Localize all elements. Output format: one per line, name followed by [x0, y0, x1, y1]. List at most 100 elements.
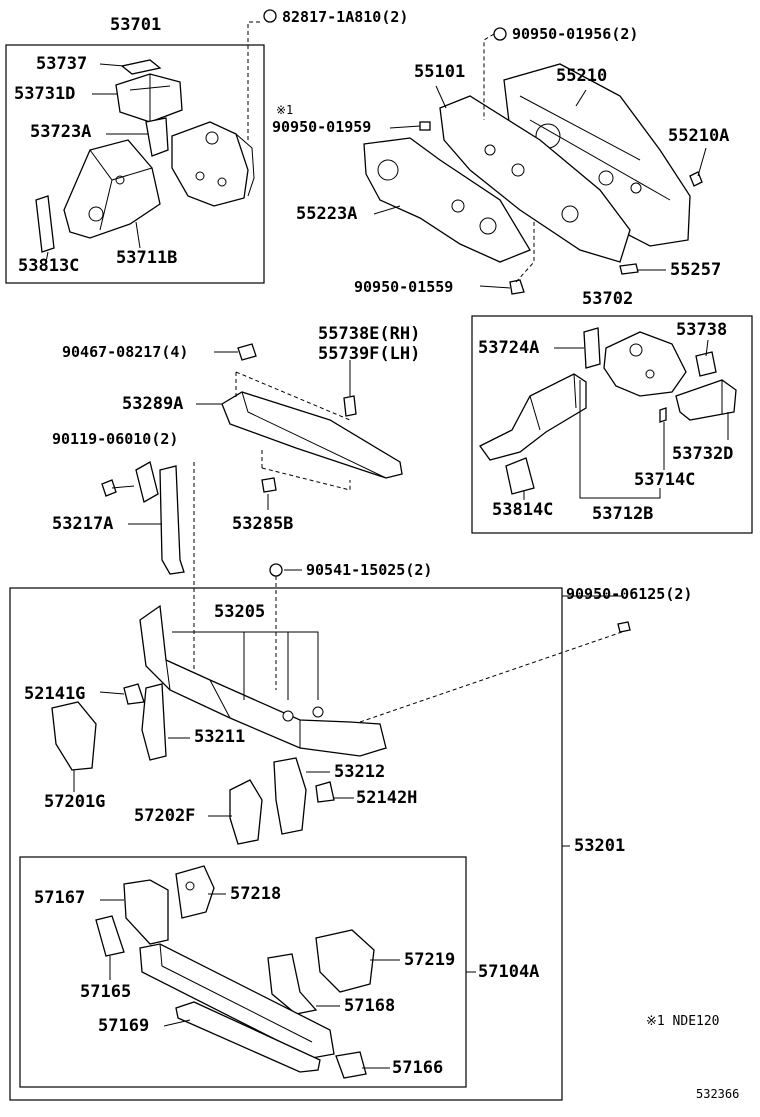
- label-53723A: 53723A: [30, 122, 92, 142]
- label-53701: 53701: [110, 15, 162, 35]
- label-55223A: 55223A: [296, 204, 358, 224]
- part-57202F: [229, 779, 263, 845]
- part-52142H: [315, 781, 335, 803]
- label-90541-15025: 90541-15025(2): [306, 561, 433, 579]
- label-57219: 57219: [404, 950, 456, 970]
- part-53285B: [261, 477, 277, 493]
- label-53738: 53738: [676, 320, 728, 340]
- part-53724A: [583, 327, 601, 369]
- label-53732D: 53732D: [672, 444, 734, 464]
- group-box-53702: [471, 315, 753, 534]
- part-57201G: [51, 701, 97, 771]
- clip-90950-01956: [493, 27, 507, 41]
- part-57166: [335, 1051, 367, 1079]
- clip-90950-06125: [617, 621, 631, 633]
- leader-90950-06125: [359, 631, 623, 723]
- label-57165: 57165: [80, 982, 132, 1002]
- label-note-mark-1: ※1: [276, 103, 294, 117]
- part-53723A: [145, 117, 169, 157]
- leader-55223A: [373, 205, 401, 215]
- leader-53813C: [45, 251, 49, 263]
- part-55223A: [363, 137, 531, 263]
- part-55257: [619, 263, 639, 275]
- clip-55738E: [343, 395, 357, 417]
- label-53731D: 53731D: [14, 84, 76, 104]
- leader-53712B: [579, 380, 665, 499]
- label-55101: 55101: [414, 62, 466, 82]
- leader-53711B: [135, 221, 141, 249]
- part-57218: [175, 865, 215, 919]
- label-57201G: 57201G: [44, 792, 106, 812]
- leader-53738: [705, 339, 709, 357]
- leader-82817: [247, 21, 262, 140]
- label-57168: 57168: [344, 996, 396, 1016]
- label-55257: 55257: [670, 260, 722, 280]
- part-53289A: [221, 371, 403, 491]
- label-53714C: 53714C: [634, 470, 696, 490]
- label-82817-1A810: 82817-1A810(2): [282, 8, 409, 26]
- clip-55210A: [689, 171, 703, 187]
- label-53724A: 53724A: [478, 338, 540, 358]
- part-53712B: [479, 373, 587, 461]
- part-57104-member: [139, 943, 335, 1059]
- part-57168: [267, 953, 318, 1015]
- label-53211: 53211: [194, 727, 246, 747]
- part-53714C: [659, 407, 667, 423]
- part-57165: [95, 915, 125, 957]
- label-53217A: 53217A: [52, 514, 114, 534]
- label-90950-01559: 90950-01559: [354, 278, 454, 296]
- part-53205: [139, 604, 387, 757]
- part-57169: [175, 1001, 321, 1073]
- part-55101: [439, 95, 631, 263]
- group-box-53201: [9, 587, 563, 1101]
- leader-90950-01956: [483, 33, 495, 120]
- label-53702: 53702: [582, 289, 634, 309]
- clip-90541: [269, 563, 283, 577]
- label-53205: 53205: [214, 602, 266, 622]
- part-53217A: [135, 461, 185, 575]
- bolt-90119: [101, 479, 117, 497]
- part-53711B: [63, 139, 161, 239]
- clip-82817: [263, 9, 277, 23]
- label-52142H: 52142H: [356, 788, 418, 808]
- label-53711B: 53711B: [116, 248, 178, 268]
- part-53814C: [505, 457, 535, 495]
- part-53732D: [675, 379, 737, 421]
- part-57219: [315, 929, 375, 993]
- clip-90950-01959: [419, 121, 431, 131]
- label-57202F: 57202F: [134, 806, 196, 826]
- label-90950-01956: 90950-01956(2): [512, 25, 639, 43]
- leader-55210: [575, 89, 587, 107]
- label-57169: 57169: [98, 1016, 150, 1036]
- label-53201: 53201: [574, 836, 626, 856]
- leader-90950-01559: [479, 285, 511, 289]
- part-53813C: [35, 195, 55, 253]
- leader-52141G: [99, 691, 125, 695]
- clip-90467: [237, 343, 257, 361]
- label-90950-01959: 90950-01959: [272, 118, 372, 136]
- part-57167: [123, 879, 169, 945]
- part-53737: [120, 59, 162, 75]
- part-53212: [273, 757, 307, 835]
- leader-90119: [111, 485, 135, 489]
- label-57167: 57167: [34, 888, 86, 908]
- label-53212: 53212: [334, 762, 386, 782]
- part-52141G: [123, 683, 145, 705]
- label-55739F-LH: 55739F(LH): [318, 344, 421, 364]
- part-53702-housing: [603, 331, 687, 397]
- label-53289A: 53289A: [122, 394, 184, 414]
- label-57166: 57166: [392, 1058, 444, 1078]
- leader-55101: [435, 85, 447, 109]
- label-55210: 55210: [556, 66, 608, 86]
- leader-53737: [99, 63, 125, 67]
- diagram-id: 532366: [696, 1087, 740, 1101]
- leader-55210A: [697, 147, 707, 177]
- label-90950-06125: 90950-06125(2): [566, 585, 693, 603]
- part-53731D: [115, 73, 183, 123]
- leader-57169: [163, 1019, 191, 1027]
- label-53813C: 53813C: [18, 256, 80, 276]
- group-box-53701: [5, 44, 265, 284]
- label-52141G: 52141G: [24, 684, 86, 704]
